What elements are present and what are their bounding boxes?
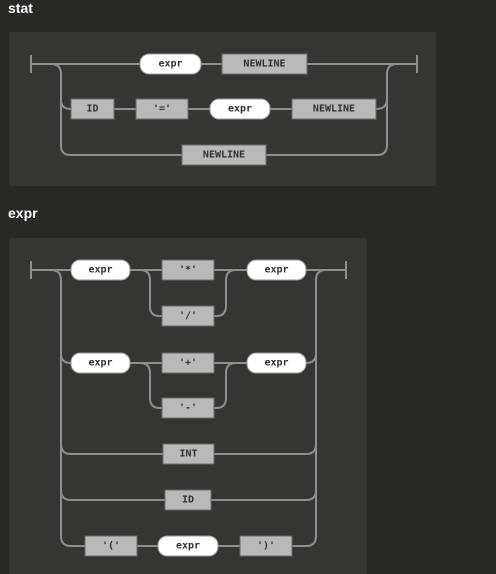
terminal-node: '('	[84, 535, 138, 557]
terminal-node: '*'	[161, 259, 215, 281]
svg-text:expr: expr	[264, 265, 288, 276]
svg-text:'-': '-'	[179, 403, 197, 414]
nonterminal-node: expr	[157, 535, 219, 557]
svg-text:expr: expr	[158, 59, 182, 70]
svg-text:expr: expr	[88, 265, 112, 276]
terminal-node: '='	[135, 98, 189, 120]
svg-text:NEWLINE: NEWLINE	[313, 104, 355, 115]
svg-text:expr: expr	[176, 541, 200, 552]
svg-text:'=': '='	[153, 104, 171, 115]
rule-title-stat: stat	[8, 0, 33, 16]
terminal-node: ')'	[239, 535, 293, 557]
svg-text:'(': '('	[102, 541, 120, 552]
svg-text:NEWLINE: NEWLINE	[203, 150, 245, 161]
terminal-node: '-'	[161, 397, 215, 419]
svg-text:expr: expr	[264, 358, 288, 369]
terminal-node: NEWLINE	[181, 144, 267, 166]
terminal-node: ID	[70, 98, 115, 120]
svg-text:NEWLINE: NEWLINE	[243, 59, 285, 70]
nonterminal-node: expr	[139, 53, 202, 75]
expr-rails	[30, 261, 347, 547]
terminal-node: ID	[164, 489, 212, 511]
terminal-node: '+'	[161, 352, 215, 374]
nonterminal-node: expr	[246, 352, 307, 374]
nonterminal-node: expr	[209, 98, 271, 120]
nonterminal-node: expr	[70, 259, 131, 281]
svg-text:'/': '/'	[179, 311, 197, 322]
svg-text:expr: expr	[228, 104, 252, 115]
svg-text:INT: INT	[179, 449, 197, 460]
nonterminal-node: expr	[246, 259, 307, 281]
svg-text:ID: ID	[182, 495, 194, 506]
svg-text:')': ')'	[257, 541, 275, 552]
nonterminal-node: expr	[70, 352, 131, 374]
terminal-node: NEWLINE	[221, 53, 308, 75]
svg-text:ID: ID	[86, 104, 98, 115]
terminal-node: NEWLINE	[291, 98, 377, 120]
rule-title-expr: expr	[8, 205, 38, 221]
svg-text:expr: expr	[88, 358, 112, 369]
svg-text:'*': '*'	[179, 265, 197, 276]
svg-text:'+': '+'	[179, 358, 197, 369]
terminal-node: INT	[162, 443, 215, 465]
stat-rails	[30, 55, 418, 156]
terminal-node: '/'	[161, 305, 215, 327]
